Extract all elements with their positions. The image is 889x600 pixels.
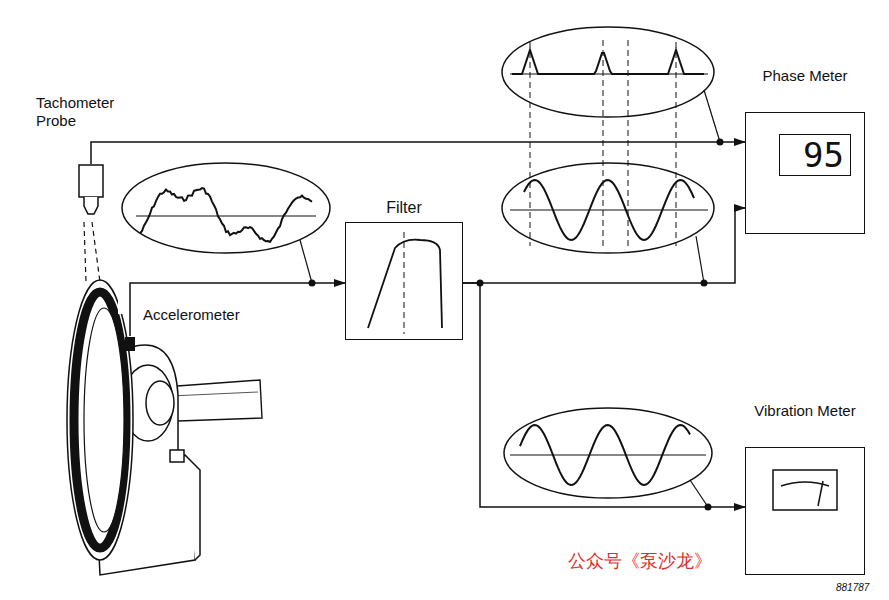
tacho-beam [92, 222, 100, 282]
phase-display: 95 [779, 134, 851, 176]
display-reading: 95 [780, 135, 850, 175]
signal-line [463, 208, 745, 283]
node-label: Filter [346, 199, 462, 217]
filter-box: Filter [345, 222, 463, 340]
tachometer-probe: Tachometer Probe [78, 164, 104, 220]
baselines [136, 74, 708, 455]
node-label: Accelerometer [143, 306, 240, 324]
tacho-beam [84, 222, 86, 282]
signal-line [91, 142, 745, 164]
waveform [520, 425, 690, 485]
sensor-body [124, 336, 136, 352]
waveforms [140, 50, 704, 485]
reflective-mark [118, 300, 124, 314]
node-label: Vibration Meter [746, 402, 864, 420]
node-label: Phase Meter [746, 67, 864, 85]
analog-meter-face [773, 470, 837, 510]
signal-line [130, 283, 345, 336]
vibration-meter: Vibration Meter [745, 447, 865, 575]
watermark: 公众号《泵沙龙》 [568, 552, 712, 570]
waveform [140, 188, 312, 242]
timing-lines [530, 40, 676, 250]
junction-dots [309, 139, 724, 511]
signal-line [463, 283, 745, 507]
pulley-wheel [67, 280, 133, 560]
bubble-leaders [300, 90, 720, 507]
waveform [512, 50, 704, 74]
probe-body [78, 164, 104, 220]
filter-response [368, 232, 442, 334]
waveform-bubbles [122, 27, 714, 498]
phase-meter: Phase Meter95 [745, 112, 865, 234]
node-label: Tachometer Probe [36, 94, 132, 130]
waveform [524, 180, 694, 240]
accelerometer: Accelerometer [124, 336, 136, 352]
figure-number: 881787 [836, 579, 869, 597]
